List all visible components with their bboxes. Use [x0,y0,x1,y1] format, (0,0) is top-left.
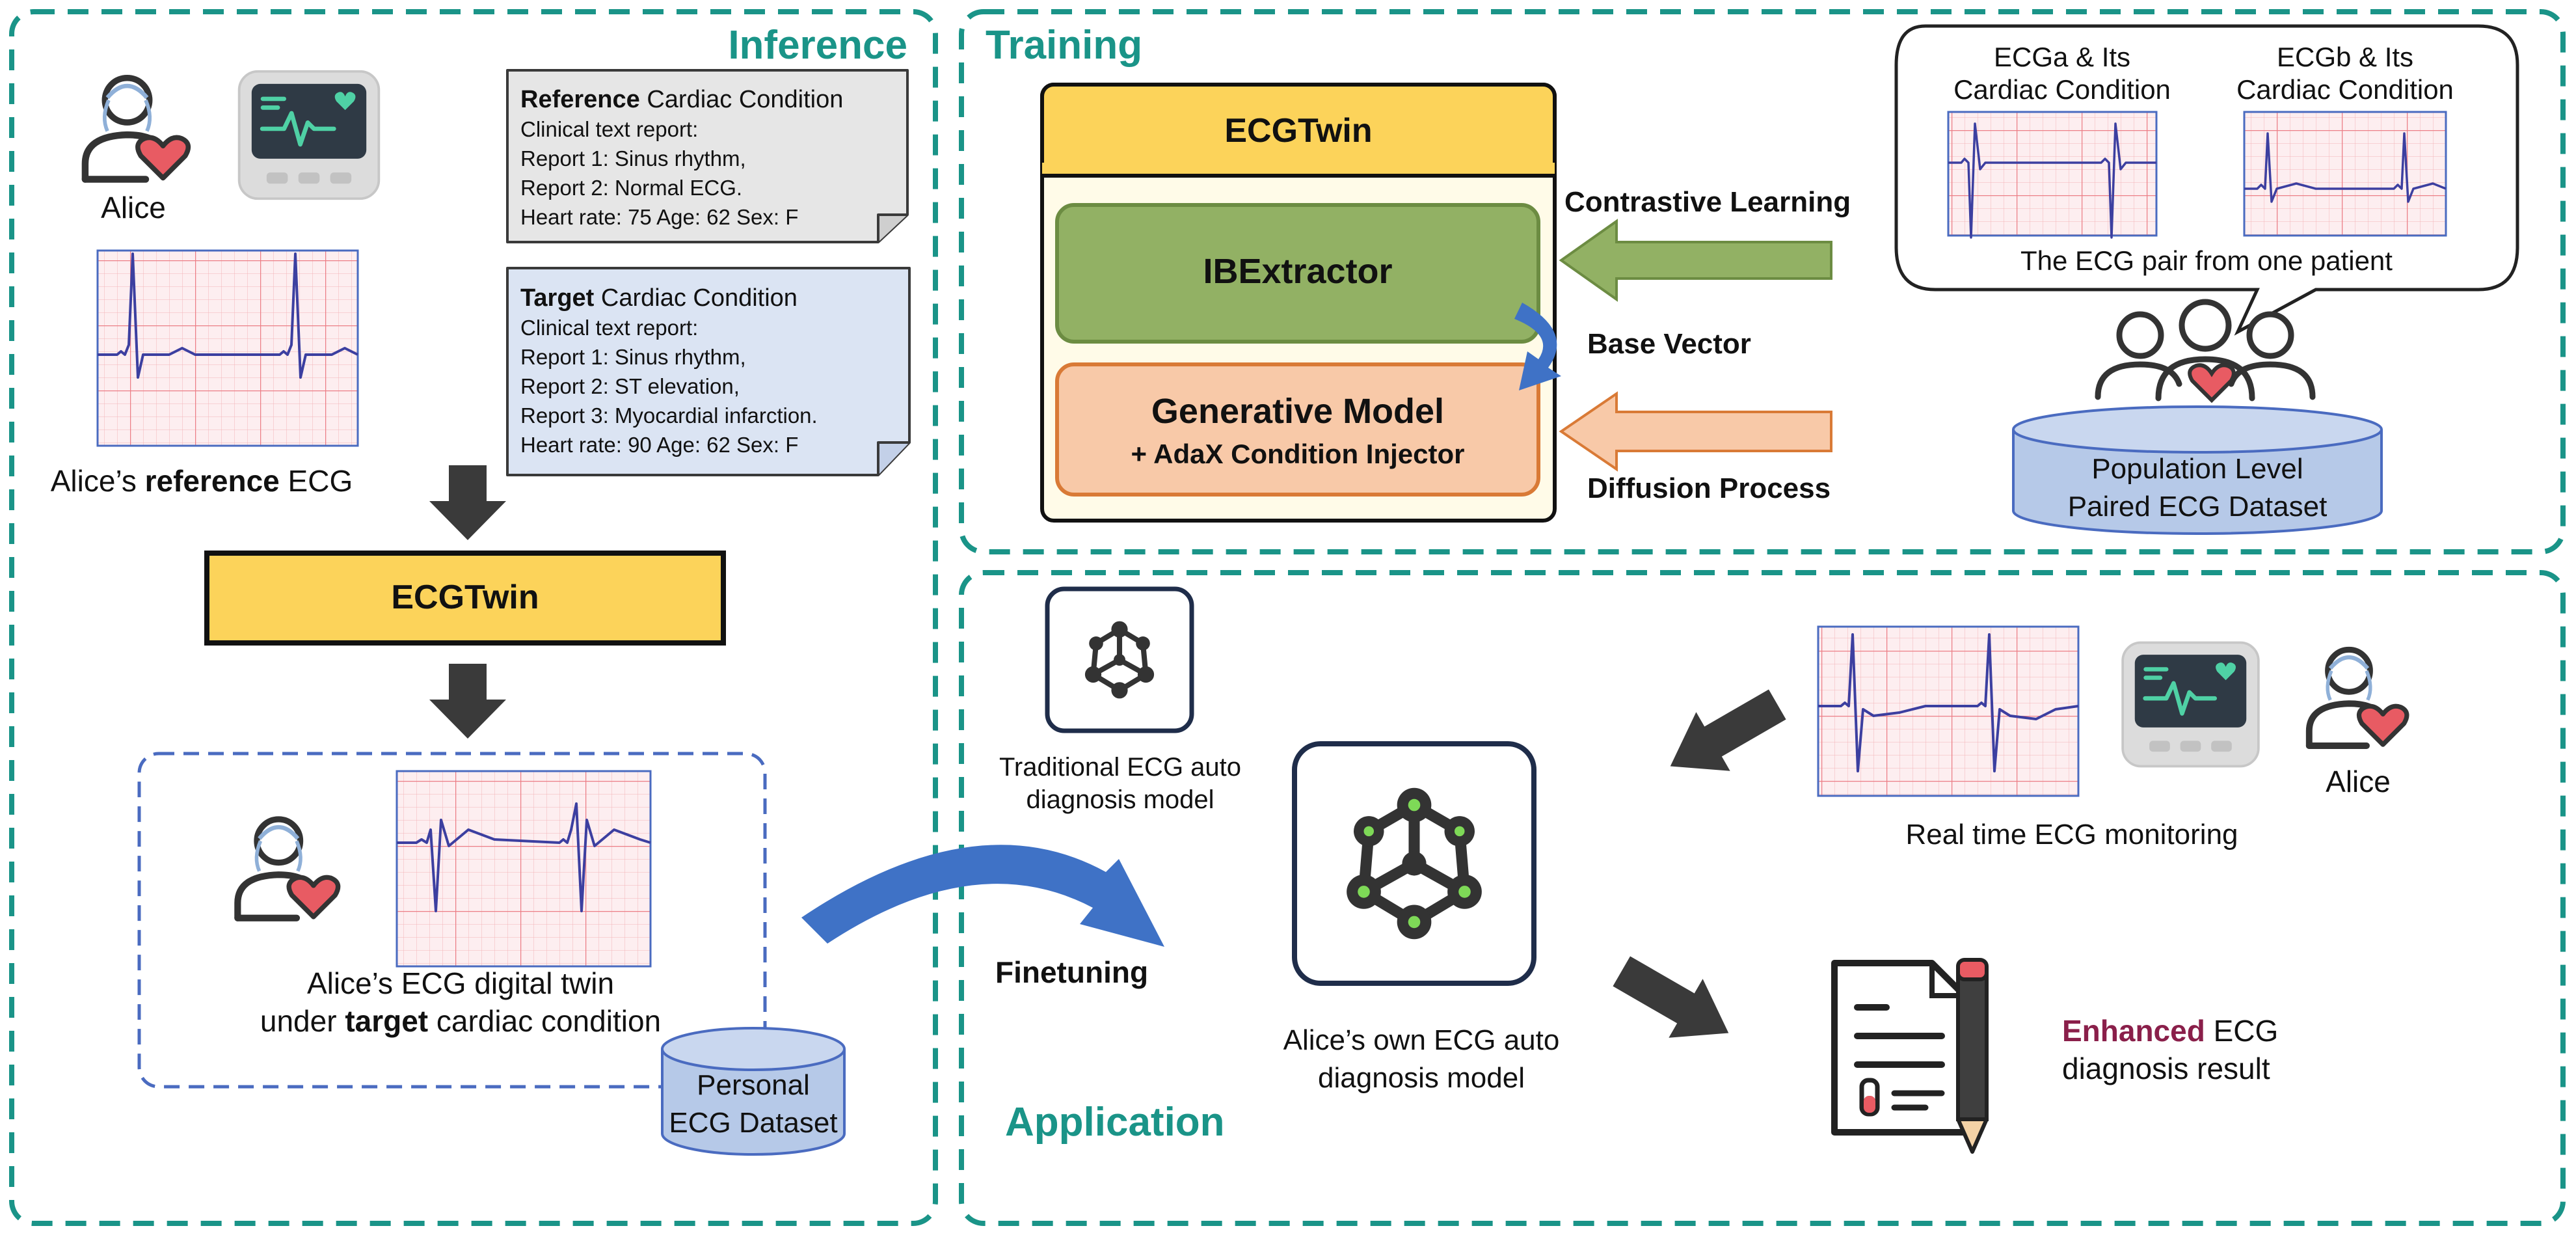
application-alice-label: Alice [2326,765,2391,798]
target-line: Heart rate: 90 Age: 62 Sex: F [520,433,798,457]
personal-dataset-cylinder: Personal ECG Dataset [661,1027,846,1156]
doctor-heart-icon [2309,649,2407,746]
svg-text:Target Cardiac Condition: Target Cardiac Condition [520,284,798,312]
ecg-monitor-icon [239,72,379,199]
ibextractor-box [1055,203,1540,344]
reference-line: Report 1: Sinus rhythm, [520,146,746,170]
generative-model-box [1055,362,1540,497]
inference-ecgtwin-box [204,551,726,646]
twin-caption-line2: under target cardiac condition [260,1004,661,1038]
ecga-line2: Cardiac Condition [1953,74,2171,105]
digital-twin-box [137,752,767,1089]
ecgb-line1: ECGb & Its [2277,42,2413,72]
population-line2: Paired ECG Dataset [2068,491,2328,523]
target-condition-card: Target Cardiac Condition Clinical text r… [506,267,911,476]
generative-model-label: Generative Model [1151,392,1444,431]
down-arrow [429,465,506,540]
training-frame [959,9,2566,554]
finetuning-label: Finetuning [995,955,1148,989]
twin-caption-line1: Alice’s ECG digital twin [307,966,614,1000]
target-line: Report 3: Myocardial infarction. [520,403,818,428]
ecg-pair-caption: The ECG pair from one patient [2020,245,2393,276]
twin-ecg-strip [396,770,652,968]
target-line: Clinical text report: [520,316,698,340]
reference-condition-card: Reference Cardiac Condition Clinical tex… [506,69,909,243]
realtime-label: Real time ECG monitoring [1905,819,2238,851]
ecgb-strip [2243,111,2447,237]
ecga-line1: ECGa & Its [1994,42,2130,72]
own-model-line1: Alice’s own ECG auto [1283,1024,1560,1056]
ecg-monitor-icon [2123,642,2259,766]
inference-frame [9,9,938,1226]
traditional-line2: diagnosis model [1026,785,1214,814]
svg-text:Reference Cardiac Condition: Reference Cardiac Condition [520,86,843,113]
training-title: Training [986,23,1142,68]
diffusion-arrow [1559,391,1832,472]
report-pencil-icon [1831,958,1989,1154]
ecga-strip [1947,111,2158,239]
inference-ecgtwin-label: ECGTwin [391,579,539,616]
reference-ecg-strip [96,249,359,447]
personal-dataset-line1: Personal [697,1069,810,1101]
contrastive-label: Contrastive Learning [1564,186,1851,218]
people-group-icon [2095,299,2316,403]
application-title: Application [1005,1100,1225,1145]
realtime-ecg-strip [1817,625,2080,797]
doctor-heart-icon [237,819,338,918]
enhanced-line2: diagnosis result [2062,1052,2270,1085]
population-line1: Population Level [2091,453,2303,485]
doctor-heart-icon [85,78,188,180]
enhanced-line1: Enhanced ECG [2062,1014,2278,1048]
base-vector-arrow [1514,303,1561,390]
output-arrow [1613,956,1729,1038]
reference-line: Clinical text report: [520,117,698,141]
finetuning-arrow [801,845,1164,947]
reference-ecg-caption: Alice’s reference ECG [51,464,353,498]
diffusion-label: Diffusion Process [1587,472,1831,504]
reference-line: Heart rate: 75 Age: 62 Sex: F [520,205,798,229]
training-ecgtwin-title: ECGTwin [1224,112,1372,150]
alice-label: Alice [101,191,166,225]
target-line: Report 1: Sinus rhythm, [520,345,746,369]
adax-injector-label: + AdaX Condition Injector [1131,439,1465,469]
contrastive-arrow [1559,219,1832,302]
ecgb-line2: Cardiac Condition [2236,74,2454,105]
population-dataset-cylinder: Population Level Paired ECG Dataset [2012,405,2383,535]
application-frame [959,570,2566,1226]
reference-line: Report 2: Normal ECG. [520,176,742,200]
own-model-line2: diagnosis model [1318,1062,1525,1094]
traditional-line1: Traditional ECG auto [999,753,1241,782]
down-arrow [429,664,506,739]
personal-dataset-line2: ECG Dataset [669,1107,837,1139]
input-arrow [1670,689,1786,771]
target-line: Report 2: ST elevation, [520,374,740,398]
base-vector-label: Base Vector [1587,328,1751,360]
inference-title: Inference [728,23,907,68]
ecg-pair-bubble [1894,24,2519,336]
ibextractor-label: IBExtractor [1203,252,1392,291]
